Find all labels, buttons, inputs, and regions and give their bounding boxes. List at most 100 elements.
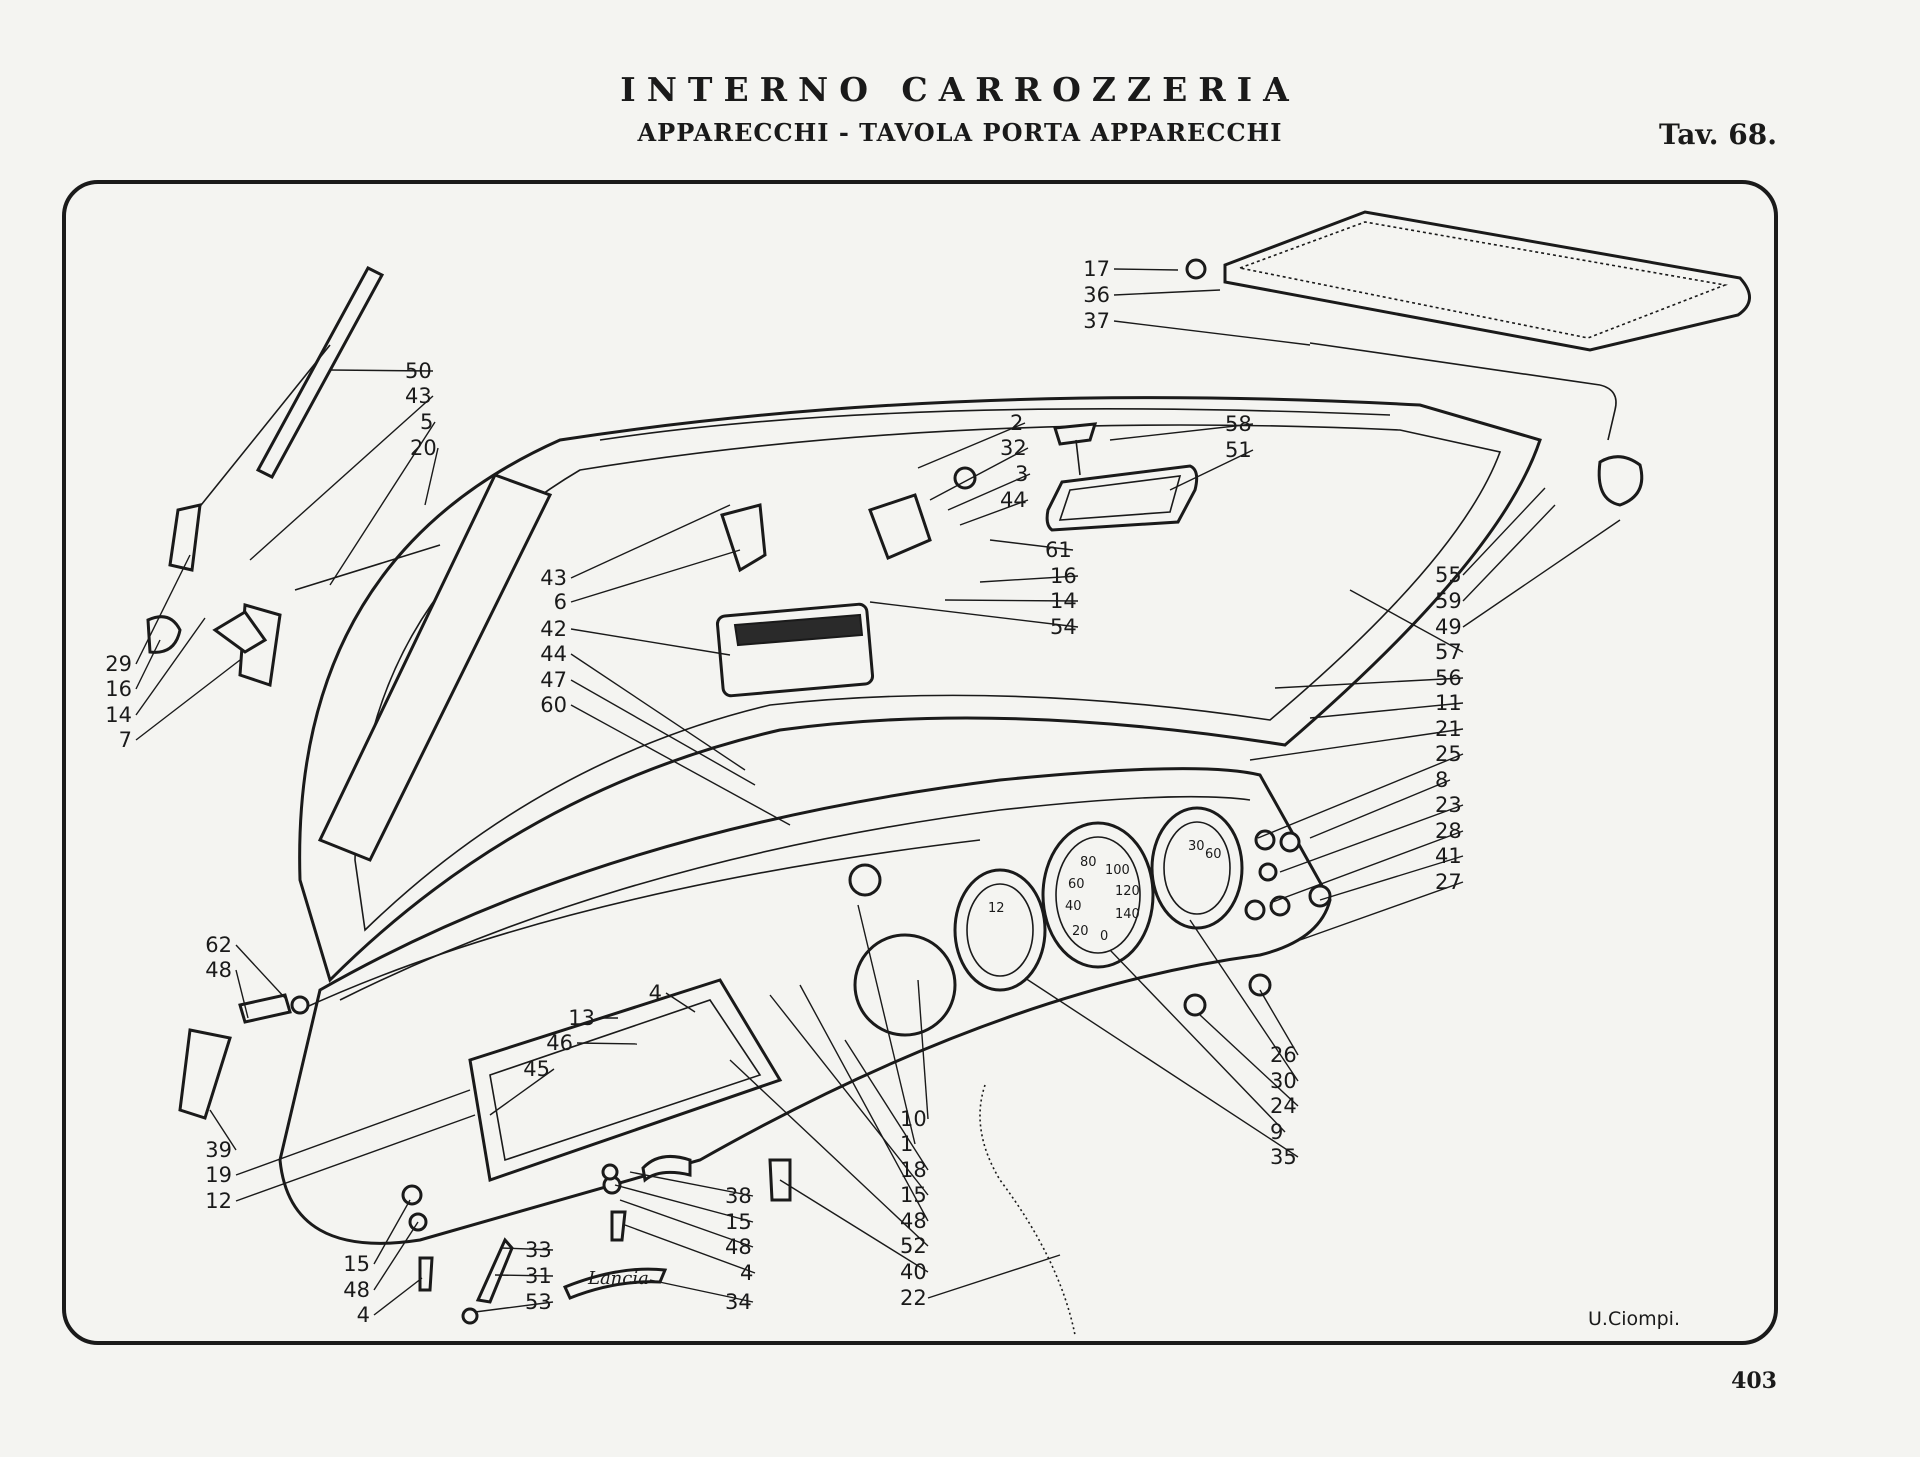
artist-signature: U.Ciompi. <box>1588 1308 1681 1330</box>
callout-number: 62 <box>205 933 232 957</box>
callout-leader-line <box>570 504 731 579</box>
callout-number: 48 <box>900 1209 927 1233</box>
callout-leader-line <box>1309 779 1451 839</box>
callout-number: 33 <box>525 1238 552 1262</box>
rear-view-mirror <box>1045 422 1199 532</box>
callout-number: 46 <box>546 1031 573 1055</box>
callout-number: 14 <box>105 703 132 727</box>
gauge-number: 40 <box>1065 899 1082 914</box>
callout-leader-line <box>501 1247 554 1251</box>
callout-number: 11 <box>1435 691 1462 715</box>
callout-number: 3 <box>1015 462 1028 486</box>
callout-number: 23 <box>1435 793 1462 817</box>
callout-leader-line <box>1113 320 1311 346</box>
callout-leader-line <box>799 984 929 1222</box>
callout-number: 39 <box>205 1138 232 1162</box>
callout-number: 45 <box>523 1057 550 1081</box>
callout-leader-line <box>235 1114 476 1202</box>
page-subtitle: APPARECCHI - TAVOLA PORTA APPARECCHI <box>637 118 1283 147</box>
callout-number: 42 <box>540 617 567 641</box>
gauge-number: 12 <box>988 901 1005 916</box>
callout-number: 15 <box>343 1252 370 1276</box>
sun-visor <box>1185 210 1751 441</box>
gauge-number: 0 <box>1100 929 1108 944</box>
page-title: INTERNO CARROZZERIA <box>620 70 1300 109</box>
callout-number: 9 <box>1270 1120 1283 1144</box>
callout-leader-line <box>1113 289 1221 296</box>
callout-number: 16 <box>1050 564 1077 588</box>
gauge-number: 60 <box>1068 877 1085 892</box>
callout-number: 50 <box>405 359 432 383</box>
callout-leader-line <box>1113 268 1179 271</box>
callout-number: 48 <box>725 1235 752 1259</box>
callout-number: 48 <box>343 1278 370 1302</box>
callout-labels: 1736375043520232344615851161454436424447… <box>105 257 1621 1327</box>
callout-number: 6 <box>554 590 567 614</box>
callout-number: 16 <box>105 677 132 701</box>
callout-leader-line <box>1462 487 1546 576</box>
callout-leader-line <box>624 1224 756 1274</box>
callout-leader-line <box>209 1109 237 1151</box>
callout-leader-line <box>249 395 434 561</box>
callout-leader-line <box>373 1221 419 1291</box>
callout-leader-line <box>373 1199 411 1265</box>
callout-leader-line <box>857 904 916 1145</box>
gauge-number: 20 <box>1072 924 1089 939</box>
callout-leader-line <box>917 422 1026 469</box>
callout-leader-line <box>570 679 756 786</box>
callout-number: 32 <box>1000 436 1027 460</box>
callout-number: 44 <box>1000 488 1027 512</box>
callout-leader-line <box>235 944 286 999</box>
callout-leader-line <box>1279 804 1464 873</box>
callout-number: 61 <box>1045 538 1072 562</box>
gauge-number: 60 <box>1205 847 1222 862</box>
callout-number: 28 <box>1435 819 1462 843</box>
callout-leader-line <box>570 704 791 826</box>
callout-number: 60 <box>540 693 567 717</box>
callout-leader-line <box>373 1277 423 1316</box>
callout-number: 12 <box>205 1189 232 1213</box>
page-number: 403 <box>1731 1368 1777 1394</box>
callout-leader-line <box>1024 977 1299 1158</box>
callout-number: 38 <box>725 1184 752 1208</box>
callout-leader-line <box>135 617 206 716</box>
callout-leader-line <box>329 421 436 586</box>
callout-leader-line <box>1274 677 1464 689</box>
callout-leader-line <box>329 369 434 372</box>
callout-leader-line <box>570 549 741 603</box>
callout-leader-line <box>489 1068 555 1116</box>
callout-number: 40 <box>900 1260 927 1284</box>
callout-number: 54 <box>1050 615 1077 639</box>
callout-leader-line <box>1109 423 1254 441</box>
callout-leader-line <box>979 575 1079 583</box>
small-parts <box>178 455 1644 1325</box>
gauge-number: 30 <box>1188 839 1205 854</box>
callout-leader-line <box>235 1089 471 1176</box>
callout-leader-line <box>917 979 929 1120</box>
plate-number: Tav. 68. <box>1659 118 1777 151</box>
callout-number: 20 <box>410 436 437 460</box>
callout-number: 52 <box>900 1234 927 1258</box>
drawing-frame <box>62 180 1778 1345</box>
callout-number: 49 <box>1435 615 1462 639</box>
callout-number: 35 <box>1270 1145 1297 1169</box>
callout-leader-line <box>1309 702 1464 719</box>
speedometer-cable <box>979 1084 1076 1336</box>
callout-number: 13 <box>568 1006 595 1030</box>
callout-leader-line <box>1199 1014 1299 1107</box>
callout-number: 14 <box>1050 589 1077 613</box>
callout-leader-line <box>474 1301 554 1313</box>
callout-leader-line <box>1349 589 1464 653</box>
callout-number: 41 <box>1435 844 1462 868</box>
callout-number: 21 <box>1435 717 1462 741</box>
callout-leader-line <box>1257 753 1464 839</box>
callout-leader-line <box>494 1274 554 1277</box>
callout-number: 55 <box>1435 563 1462 587</box>
callout-leader-line <box>135 554 191 665</box>
callout-leader-line <box>1462 519 1621 628</box>
callout-number: 1 <box>900 1132 913 1156</box>
callout-leader-line <box>570 653 746 771</box>
callout-leader-line <box>665 992 696 1013</box>
callout-number: 43 <box>405 384 432 408</box>
callout-leader-line <box>1269 830 1464 904</box>
